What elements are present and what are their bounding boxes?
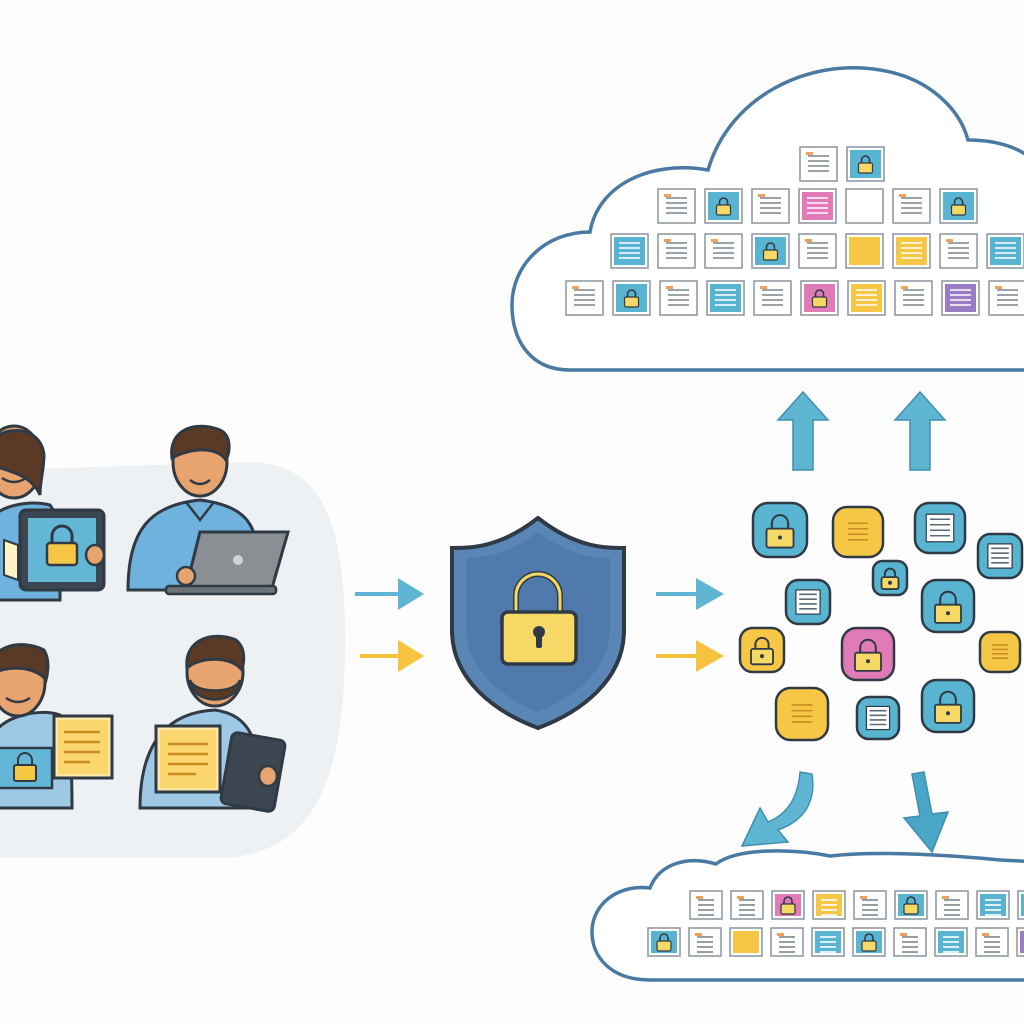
arrow-right-icon	[656, 640, 724, 672]
document-icon	[52, 714, 114, 780]
encrypted-lock-badge	[871, 559, 909, 597]
encrypted-document-badge	[978, 630, 1022, 674]
encrypted-items-cluster	[738, 501, 1024, 742]
upload-arrows	[776, 390, 947, 471]
arrow-down-icon	[740, 771, 814, 847]
top-cloud-tiles	[565, 146, 1024, 316]
padlock-icon	[45, 524, 79, 567]
person-woman-with-tablet	[0, 424, 106, 602]
document-icon	[657, 233, 696, 269]
person-bearded-man-with-tablet	[138, 634, 287, 813]
encrypted-lock-badge	[920, 678, 976, 734]
document-icon	[565, 280, 604, 316]
locked-file-icon	[751, 233, 790, 269]
locked-file-icon	[939, 188, 978, 224]
encrypted-lock-badge	[751, 501, 809, 559]
locked-file-icon	[846, 146, 885, 182]
input-arrows	[355, 578, 424, 672]
document-icon	[688, 927, 722, 957]
encrypted-lock-badge	[840, 626, 896, 682]
document-icon	[934, 927, 968, 957]
document-icon	[706, 280, 745, 316]
document-icon	[610, 233, 649, 269]
encrypted-document-badge	[976, 532, 1024, 580]
document-icon	[1016, 927, 1024, 957]
locked-file-icon	[704, 188, 743, 224]
document-icon	[730, 890, 764, 920]
locked-file-icon	[612, 280, 651, 316]
encrypted-lock-badge	[920, 578, 976, 634]
document-icon	[657, 188, 696, 224]
document-icon	[894, 280, 933, 316]
document-icon	[798, 188, 837, 224]
document-icon	[1017, 890, 1024, 920]
document-icon	[976, 890, 1010, 920]
blank-file-icon	[845, 188, 884, 224]
document-icon	[729, 927, 763, 957]
locked-file-icon	[771, 890, 805, 920]
arrow-right-icon	[360, 640, 424, 672]
top-cloud	[510, 66, 1024, 372]
encrypted-document-badge	[831, 505, 885, 559]
laptop-device	[164, 530, 290, 596]
arrow-down-icon	[902, 771, 950, 854]
document-icon	[853, 890, 887, 920]
locked-file-icon	[852, 927, 886, 957]
encrypted-lock-badge	[738, 626, 786, 674]
document-icon	[753, 280, 792, 316]
arrow-up-icon	[776, 390, 830, 471]
document-icon	[704, 233, 743, 269]
bottom-cloud	[590, 849, 1024, 982]
document-icon	[689, 890, 723, 920]
document-icon	[798, 233, 837, 269]
output-arrows	[656, 578, 724, 672]
padlock-icon	[500, 571, 578, 666]
encrypted-document-badge	[855, 695, 901, 741]
document-icon	[812, 890, 846, 920]
encrypted-document-badge	[774, 686, 830, 742]
document-icon	[939, 233, 978, 269]
encrypted-document-badge	[784, 578, 832, 626]
person-man-with-document	[0, 643, 114, 810]
document-icon	[751, 188, 790, 224]
document-icon	[893, 927, 927, 957]
download-arrows	[740, 771, 950, 854]
document-icon	[892, 233, 931, 269]
document-icon	[986, 233, 1024, 269]
user-group	[0, 424, 345, 858]
document-icon	[811, 927, 845, 957]
shield-lock-icon	[450, 515, 626, 731]
locked-file-icon	[647, 927, 681, 957]
locked-file-icon	[800, 280, 839, 316]
document-icon	[799, 146, 838, 182]
document-icon	[975, 927, 1009, 957]
document-icon	[988, 280, 1024, 316]
document-icon	[845, 233, 884, 269]
arrow-up-icon	[893, 390, 947, 471]
document-icon	[847, 280, 886, 316]
arrow-right-icon	[355, 578, 424, 610]
locked-file-icon	[894, 890, 928, 920]
document-icon	[941, 280, 980, 316]
document-icon	[892, 188, 931, 224]
arrow-right-icon	[656, 578, 724, 610]
person-man-with-laptop	[126, 424, 290, 596]
document-icon	[154, 724, 222, 794]
encrypted-document-badge	[913, 501, 967, 555]
document-icon	[935, 890, 969, 920]
document-icon	[770, 927, 804, 957]
tablet-device	[219, 731, 287, 813]
document-icon	[659, 280, 698, 316]
padlock-icon	[13, 752, 37, 782]
bottom-cloud-tiles	[647, 890, 1024, 957]
